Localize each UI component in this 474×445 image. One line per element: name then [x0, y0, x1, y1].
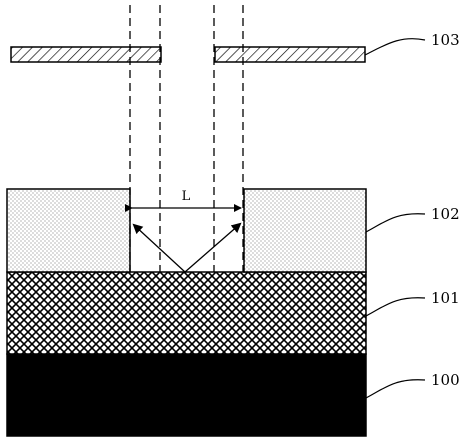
mask-plate-left	[10, 46, 162, 63]
dashed-guide-lines	[129, 5, 244, 272]
substrate-label: 100	[431, 371, 460, 389]
mask-plate-label: 103	[431, 31, 460, 49]
dotted-block-left	[6, 188, 131, 273]
mesh-layer-label: 101	[431, 289, 460, 307]
gap-width-label: L	[182, 189, 191, 204]
reflection-arrow-right	[184, 222, 242, 273]
substrate-layer	[6, 353, 367, 437]
mesh-layer	[6, 271, 367, 355]
mask-plate-right	[214, 46, 366, 63]
leader-lines	[364, 38, 426, 399]
reflection-arrow-left	[132, 223, 186, 273]
dotted-layer-label: 102	[431, 205, 460, 223]
dotted-block-right	[243, 188, 367, 273]
